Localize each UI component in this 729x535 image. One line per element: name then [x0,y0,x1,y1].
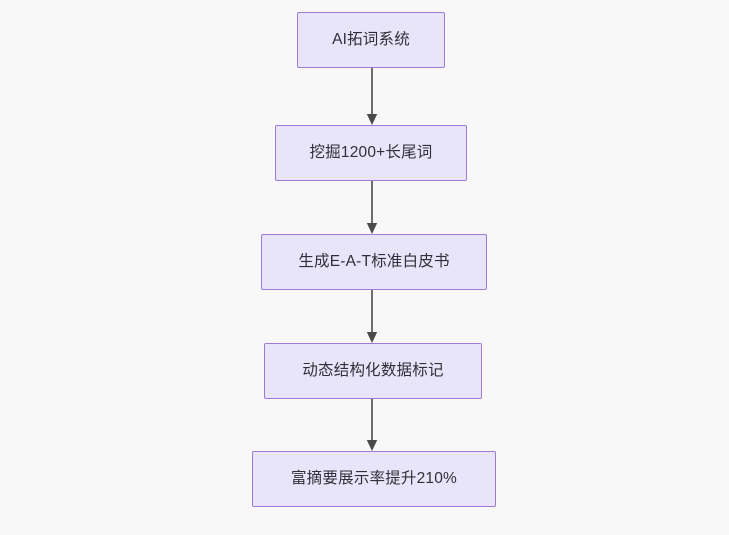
connector-node-2-to-node-3 [360,181,384,234]
flow-node-rich-snippet-impression-lift[interactable]: 富摘要展示率提升210% [252,451,496,507]
arrow-icon [366,399,378,451]
flow-node-mine-longtail-keywords[interactable]: 挖掘1200+长尾词 [275,125,467,181]
connector-node-1-to-node-2 [360,68,384,125]
flow-node-ai-keyword-system[interactable]: AI拓词系统 [297,12,445,68]
flow-node-label: 动态结构化数据标记 [302,362,444,380]
arrow-icon [366,181,378,234]
flow-node-dynamic-structured-data-markup[interactable]: 动态结构化数据标记 [264,343,482,399]
connector-node-3-to-node-4 [360,290,384,343]
arrow-icon [366,68,378,125]
arrow-icon [366,290,378,343]
flow-node-label: 生成E-A-T标准白皮书 [298,253,450,271]
flow-node-label: 富摘要展示率提升210% [290,470,458,488]
flow-node-label: 挖掘1200+长尾词 [309,144,433,162]
flow-node-label: AI拓词系统 [332,31,410,49]
flow-node-generate-eat-whitepaper[interactable]: 生成E-A-T标准白皮书 [261,234,487,290]
connector-node-4-to-node-5 [360,399,384,451]
